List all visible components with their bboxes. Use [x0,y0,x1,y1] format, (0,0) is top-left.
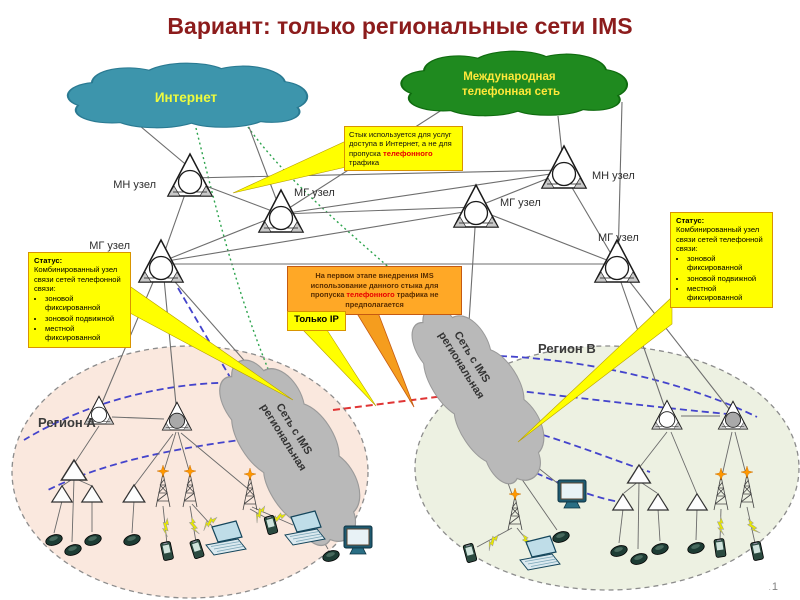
callout-internet-stub-highlight: телефонного [383,148,433,158]
node-mg-right [594,239,640,283]
node-region-a-gray [161,401,193,431]
callout-beams [127,140,673,443]
callout-internet-stub-tail: трафика [349,157,380,167]
node-label-mg-right: МГ узел [598,232,639,244]
region-a-label: Регион А [38,415,96,430]
node-mg-left [138,239,184,283]
status-item: зоновой подвижной [45,314,125,323]
status-heading: Статус: [676,216,705,225]
node-region-a-white [83,395,115,425]
node-label-mn-left: МН узел [113,179,156,191]
cloud-internet-label: Интернет [155,90,218,105]
page-number-value: 1 [771,581,778,593]
node-label-mg-center: МГ узел [294,187,335,199]
callout-internet-stub-text: Стык используется для услуг доступа в Ин… [349,130,452,158]
status-item: зоновой подвижной [687,274,767,283]
status-heading: Статус: [34,256,63,265]
callout-ims-stage-text: На первом этапе внедрения IMS использова… [310,271,439,300]
status-item: местной фиксированной [45,324,125,343]
red-dashed-link [332,394,453,411]
node-region-b-white [651,399,683,430]
status-item: зоновой фиксированной [687,254,767,273]
cloud-ims-left: Сеть с IMS региональная [200,338,386,562]
callout-internet-stub: Стык используется для услуг доступа в Ин… [344,126,463,171]
cloud-ims-right: Сеть с IMS региональная [394,287,569,499]
node-label-mg-left: МГ узел [89,240,130,252]
status-box-left: Статус: Комбинированный узел связи сетей… [28,252,131,349]
node-region-b-gray [717,400,749,430]
callout-only-ip: Только IP [287,311,346,331]
node-mn-left [167,153,213,197]
node-mn-right [541,145,587,189]
status-item: местной фиксированной [687,284,767,303]
mobile-phone-icon [749,540,765,562]
status-list: зоновой фиксированной зоновой подвижной … [45,294,125,342]
callout-ims-stage-tail: трафика не предполагается [345,290,439,309]
cloud-international-label: Международная телефонная сеть [462,71,560,98]
callout-ims-stage: На первом этапе внедрения IMS использова… [287,266,462,315]
mobile-phone-icon [713,537,727,559]
status-item: зоновой фиксированной [45,294,125,313]
cloud-internet: Интернет [66,62,309,129]
page-number-marker: . [768,583,771,592]
status-box-right: Статус: Комбинированный узел связи сетей… [670,212,773,309]
status-list: зоновой фиксированной зоновой подвижной … [687,254,767,302]
monitor-icon [343,525,373,555]
page-title: Вариант: только региональные сети IMS [167,13,633,39]
status-body: Комбинированный узел связи сетей телефон… [676,225,763,253]
node-mg-center [258,189,304,233]
cloud-international: Международная телефонная сеть [400,50,629,117]
callout-ims-stage-highlight: телефонного [346,290,395,300]
node-mg-right-mid [453,184,499,228]
node-label-mn-right: МН узел [592,170,635,182]
node-label-mg-right-mid: МГ узел [500,197,541,209]
status-body: Комбинированный узел связи сетей телефон… [34,265,121,293]
page-number: .1 [769,581,778,593]
region-b-label: Регион В [538,341,596,356]
